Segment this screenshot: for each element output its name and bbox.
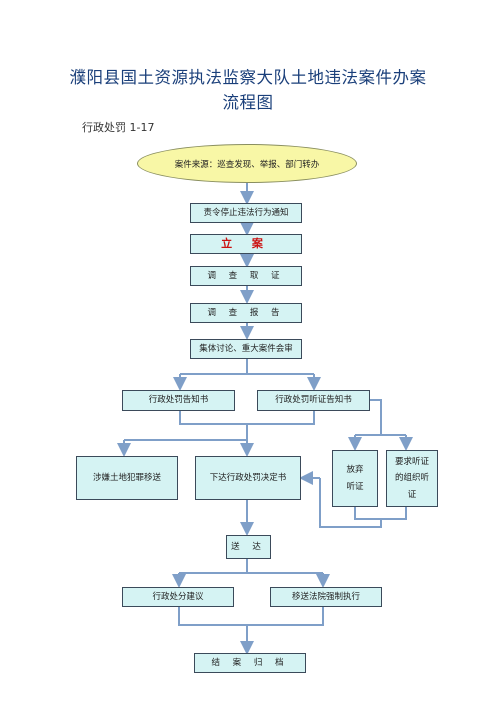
node-register: 立 案 xyxy=(190,234,302,254)
node-collective: 集体讨论、重大案件会审 xyxy=(190,339,302,359)
node-criminal-transfer: 涉嫌土地犯罪移送 xyxy=(76,456,178,500)
edge-notices-merge xyxy=(179,411,315,440)
node-register-label: 立 案 xyxy=(221,236,271,250)
page-title-line2: 流程图 xyxy=(222,93,274,112)
node-investigate: 调 查 取 证 xyxy=(190,266,302,286)
edge-hearing-branch xyxy=(355,399,406,436)
node-request-hearing: 要求听证的组织听证 xyxy=(386,450,438,507)
node-hearing-notice: 行政处罚听证告知书 xyxy=(257,390,370,411)
node-archive: 结 案 归 档 xyxy=(194,653,306,673)
edge-collective-split xyxy=(180,358,314,375)
node-request-hearing-label: 要求听证的组织听证 xyxy=(394,457,429,500)
node-penalty-notice: 行政处罚告知书 xyxy=(122,390,235,411)
node-waive-hearing-label: 放弃听证 xyxy=(346,465,364,492)
node-serve: 送 达 xyxy=(226,535,271,559)
node-waive-hearing: 放弃听证 xyxy=(332,450,378,507)
node-case-source: 案件来源：巡查发现、举报、部门转办 xyxy=(137,144,357,183)
node-court-enforce: 移送法院强制执行 xyxy=(270,587,382,607)
node-decision: 下达行政处罚决定书 xyxy=(195,456,301,500)
subtitle: 行政处罚 1-17 xyxy=(82,121,155,134)
node-sanction-advice: 行政处分建议 xyxy=(122,587,234,607)
page-title-line1: 濮阳县国土资源执法监察大队土地违法案件办案 xyxy=(69,68,427,87)
node-stop-notice: 责令停止违法行为通知 xyxy=(190,203,302,223)
edge-serve-split xyxy=(179,559,323,574)
node-report: 调 查 报 告 xyxy=(190,303,302,323)
edge-archive-merge xyxy=(178,607,324,651)
edge-hearing-return xyxy=(319,478,407,528)
